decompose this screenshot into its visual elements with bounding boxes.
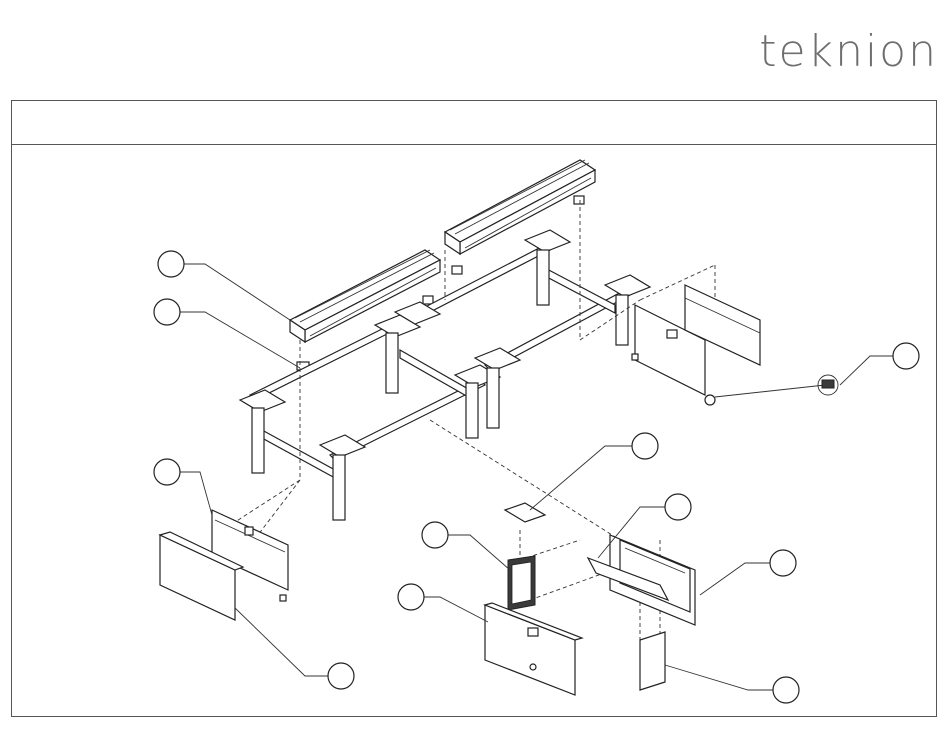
callout-6 (422, 522, 448, 548)
front-panel-lower (485, 603, 582, 695)
callout-10 (773, 677, 799, 703)
callout-1 (158, 251, 184, 277)
panel-lower-left (160, 510, 288, 620)
callout-4 (328, 663, 354, 689)
callout-3 (154, 459, 180, 485)
end-cap-panel (640, 632, 665, 690)
small-cover-plate (505, 503, 545, 522)
dark-frame-panel (508, 556, 535, 610)
cable-tray-right (445, 160, 595, 254)
callout-11 (893, 343, 919, 369)
callout-5 (632, 433, 658, 459)
callout-9 (770, 550, 796, 576)
screen-panel-right (588, 535, 695, 625)
modesty-panel-top-right (632, 285, 760, 405)
callout-8 (398, 584, 424, 610)
callout-2 (154, 299, 180, 325)
callout-7 (665, 494, 691, 520)
